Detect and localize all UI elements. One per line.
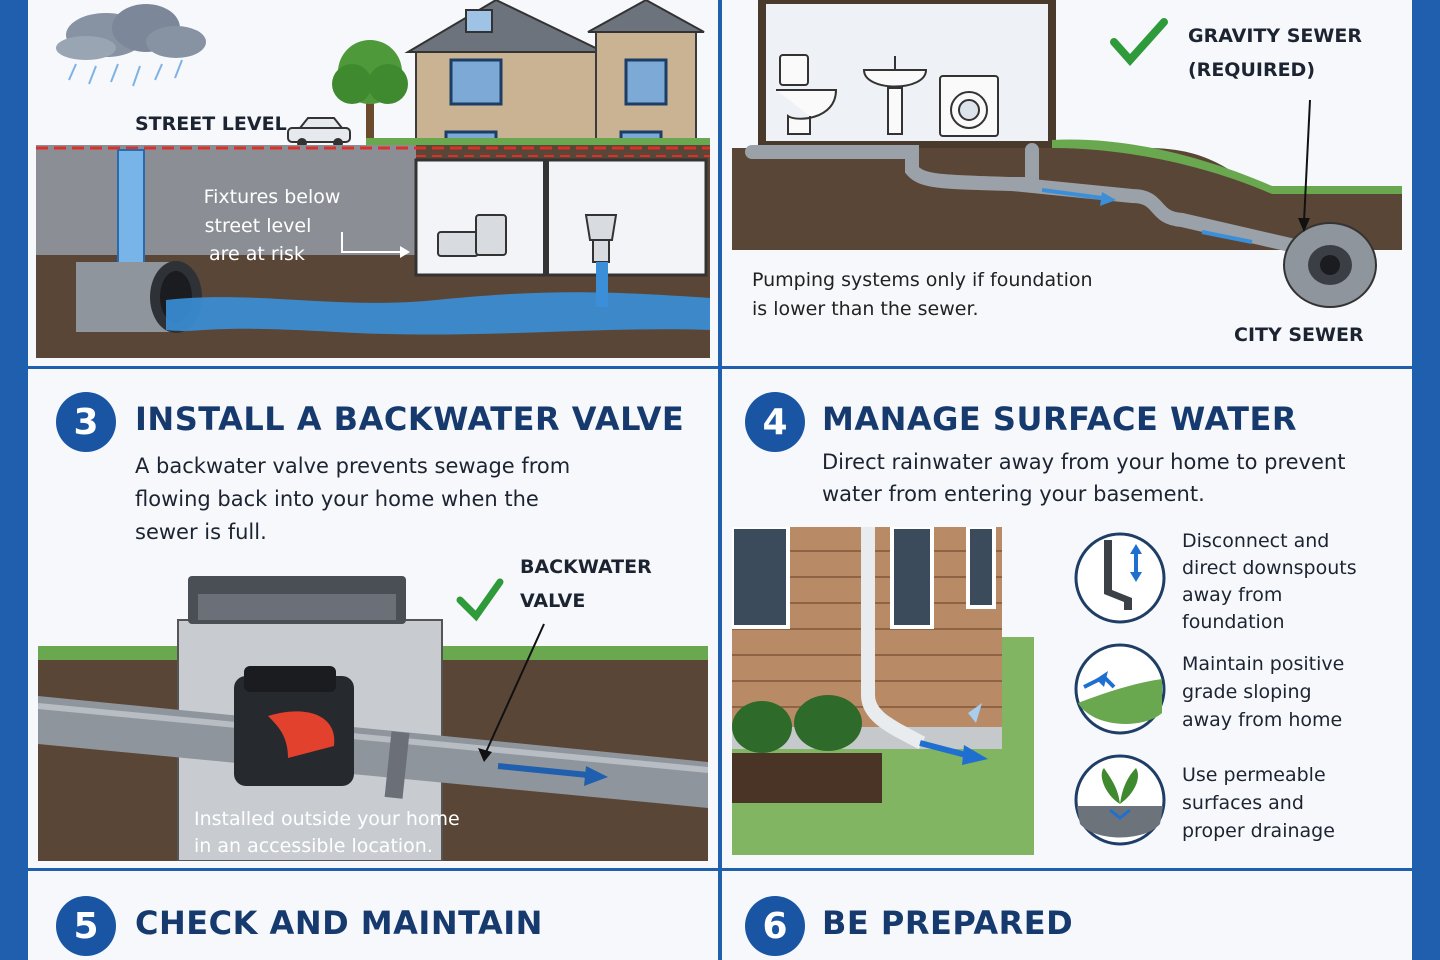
install-note-line2: in an accessible location. — [194, 835, 433, 857]
tip-grade: Maintain positive grade sloping away fro… — [1182, 650, 1344, 734]
row-divider-1 — [28, 366, 1412, 369]
section-3-desc-line1: A backwater valve prevents sewage from — [135, 454, 571, 478]
tip-downspouts-line3: away from — [1182, 584, 1283, 606]
sink-icon — [862, 56, 928, 135]
tip-grade-line2: grade sloping — [1182, 681, 1312, 703]
check-mark-icon — [456, 578, 504, 622]
tip-downspouts-line2: direct downspouts — [1182, 557, 1357, 579]
section-3-title: INSTALL A BACKWATER VALVE — [135, 400, 685, 438]
fixtures-warning-line1: Fixtures below — [203, 186, 341, 208]
storm-cloud-icon — [56, 4, 206, 87]
gravity-sewer-illustration — [732, 0, 1402, 358]
tip-downspouts: Disconnect and direct downspouts away fr… — [1182, 528, 1357, 636]
section-5-title: CHECK AND MAINTAIN — [135, 904, 543, 942]
tip-downspouts-line4: foundation — [1182, 611, 1285, 633]
gravity-sewer-label: GRAVITY SEWER — [1188, 25, 1362, 47]
street-level-label: STREET LEVEL — [135, 113, 287, 135]
fixtures-warning-line3: are at risk — [209, 243, 305, 265]
backwater-valve-illustration — [38, 576, 708, 861]
check-mark-icon — [1110, 18, 1168, 67]
pumping-note-line2: is lower than the sewer. — [752, 298, 979, 320]
downspout-icon — [1074, 532, 1166, 624]
step-6-badge: 6 — [745, 896, 805, 956]
toilet-icon — [776, 54, 838, 135]
tip-permeable-line3: proper drainage — [1182, 820, 1335, 842]
washing-machine-icon — [939, 75, 999, 137]
section-4-desc-line1: Direct rainwater away from your home to … — [822, 450, 1346, 474]
row-divider-2 — [28, 868, 1412, 871]
tip-permeable-line2: surfaces and — [1182, 792, 1304, 814]
basement-fixtures-icon — [437, 214, 618, 263]
section-3-desc-line2: flowing back into your home when the — [135, 487, 539, 511]
permeable-surface-icon — [1074, 754, 1166, 846]
tip-grade-line1: Maintain positive — [1182, 653, 1345, 675]
section-3-desc-line3: sewer is full. — [135, 520, 267, 544]
basement-flood-illustration — [36, 0, 710, 358]
section-6-title: BE PREPARED — [822, 904, 1074, 942]
car-icon — [287, 117, 351, 148]
step-3-badge: 3 — [56, 392, 116, 452]
tip-permeable: Use permeable surfaces and proper draina… — [1182, 761, 1335, 845]
backwater-valve-icon — [234, 666, 354, 786]
tree-icon — [332, 40, 408, 140]
grade-slope-icon — [1074, 643, 1166, 735]
city-sewer-label: CITY SEWER — [1234, 324, 1364, 346]
pumping-note-line1: Pumping systems only if foundation — [752, 269, 1093, 291]
downspout-pipe-icon — [861, 527, 926, 750]
tip-downspouts-line1: Disconnect and — [1182, 530, 1330, 552]
valve-pipe-icon — [38, 696, 708, 808]
tip-grade-line3: away from home — [1182, 709, 1343, 731]
city-sewer-icon — [1283, 222, 1377, 308]
step-5-badge: 5 — [56, 896, 116, 956]
column-divider — [718, 0, 722, 960]
section-4-title: MANAGE SURFACE WATER — [822, 400, 1297, 438]
surface-water-illustration — [732, 527, 1034, 855]
gravity-sewer-required: (REQUIRED) — [1188, 59, 1316, 81]
backwater-valve-label-2: VALVE — [520, 590, 586, 612]
fixtures-warning-line2: street level — [204, 215, 312, 237]
tip-permeable-line1: Use permeable — [1182, 764, 1326, 786]
section-4-desc-line2: water from entering your basement. — [822, 482, 1205, 506]
step-4-badge: 4 — [745, 392, 805, 452]
install-note-line1: Installed outside your home — [194, 808, 460, 830]
backwater-valve-label: BACKWATER — [520, 556, 652, 578]
